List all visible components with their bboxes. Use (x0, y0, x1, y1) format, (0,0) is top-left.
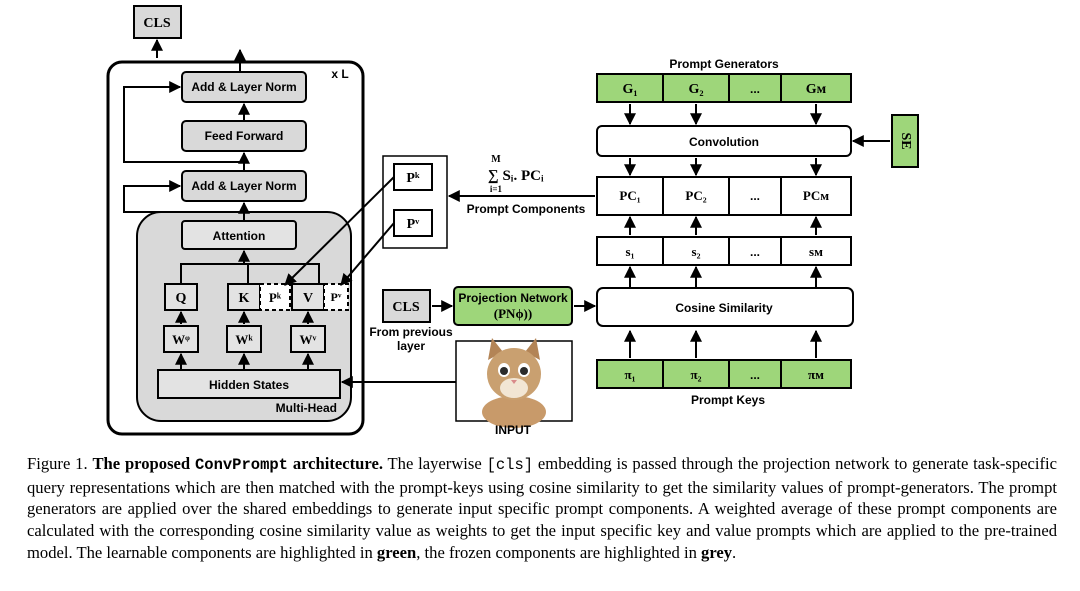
svg-text:π₂: π₂ (690, 367, 701, 382)
svg-text:Wᵠ: Wᵠ (172, 332, 190, 347)
input-label: INPUT (495, 423, 532, 437)
input-cat-image (455, 338, 573, 428)
svg-text:K: K (239, 291, 250, 306)
from-previous-label-2: layer (397, 339, 425, 353)
generator-cell (662, 73, 730, 103)
prompt-keys-row: π₁ π₂ ... πᴍ (596, 359, 852, 389)
cls-token-code: [cls] (486, 456, 534, 474)
generator-cell (780, 73, 852, 103)
svg-text:Convolution: Convolution (689, 135, 759, 149)
svg-text:Pᵏ: Pᵏ (269, 290, 282, 305)
svg-text:V: V (303, 291, 313, 306)
svg-text:Wᵏ: Wᵏ (235, 332, 253, 347)
svg-text:...: ... (750, 368, 760, 382)
svg-text:Projection Network: Projection Network (458, 291, 568, 305)
hidden-states-box: Hidden States (157, 369, 341, 399)
svg-text:CLS: CLS (392, 300, 419, 315)
svg-text:G₂: G₂ (688, 82, 703, 97)
svg-text:Cosine Similarity: Cosine Similarity (675, 301, 773, 315)
svg-text:Hidden States: Hidden States (209, 378, 289, 392)
svg-text:Add & Layer Norm: Add & Layer Norm (191, 80, 296, 94)
generators-row: G₁ G₂ ... Gᴍ (596, 73, 852, 103)
svg-text:π₁: π₁ (624, 367, 635, 382)
multi-head-label: Multi-Head (276, 401, 337, 415)
pv-box: Pᵛ (393, 209, 433, 237)
pv-dashed-box: Pᵛ (323, 283, 349, 311)
svg-text:Q: Q (176, 291, 187, 306)
layer-count-label: x L (331, 67, 348, 81)
similarity-scores-row: s₁ s₂ ... sᴍ (596, 236, 852, 266)
svg-text:...: ... (750, 189, 760, 203)
svg-text:PCᴍ: PCᴍ (803, 188, 829, 203)
pk-dashed-box: Pᵏ (259, 283, 291, 311)
figure-caption: Figure 1. The proposed ConvPrompt archit… (27, 454, 1057, 562)
k-box: K (227, 283, 261, 311)
v-box: V (291, 283, 325, 311)
cls-mid-box: CLS (382, 289, 431, 323)
figure-label: Figure 1. (27, 454, 88, 473)
attention-box: Attention (181, 220, 297, 250)
svg-text:...: ... (750, 245, 760, 259)
architecture-diagram: CLS x L Add & Layer Norm Feed Forward Ad… (106, 5, 919, 437)
svg-text:s₂: s₂ (692, 244, 701, 259)
svg-text:SE: SE (898, 132, 913, 149)
sum-upper-limit: M (491, 154, 501, 165)
q-box: Q (164, 283, 198, 311)
caption-title: The proposed ConvPrompt architecture. (92, 454, 383, 474)
prompt-keys-label: Prompt Keys (691, 393, 765, 407)
svg-text:Pᵏ: Pᵏ (406, 171, 420, 186)
svg-text:PC₂: PC₂ (685, 188, 706, 203)
se-box: SE (891, 114, 919, 168)
generator-cell (596, 73, 664, 103)
wq-box: Wᵠ (163, 325, 199, 353)
wk-box: Wᵏ (226, 325, 262, 353)
svg-text:...: ... (750, 82, 760, 96)
prompt-components-label: Prompt Components (467, 202, 586, 216)
prompt-components-row: PC₁ PC₂ ... PCᴍ (596, 176, 852, 216)
add-norm-mid: Add & Layer Norm (181, 170, 307, 202)
svg-text:Add & Layer Norm: Add & Layer Norm (191, 179, 296, 193)
projection-network-box: Projection Network (PNϕ)) (453, 286, 573, 326)
svg-text:CLS: CLS (143, 16, 170, 31)
svg-text:s₁: s₁ (626, 244, 635, 259)
grey-word: grey (701, 542, 733, 562)
feed-forward: Feed Forward (181, 120, 307, 152)
svg-text:Gᴍ: Gᴍ (806, 82, 827, 97)
svg-text:PC₁: PC₁ (619, 188, 640, 203)
svg-text:πᴍ: πᴍ (808, 367, 824, 382)
weighted-sum-expression: ∑ Sᵢ. PCᵢ (488, 168, 544, 184)
cls-top-box: CLS (133, 5, 182, 39)
svg-text:sᴍ: sᴍ (809, 244, 823, 259)
svg-text:G₁: G₁ (622, 82, 637, 97)
pk-box: Pᵏ (393, 163, 433, 191)
svg-text:Pᵛ: Pᵛ (331, 290, 342, 304)
sum-lower-limit: i=1 (490, 184, 503, 194)
add-norm-top: Add & Layer Norm (181, 71, 307, 103)
green-word: green (376, 542, 417, 562)
convolution-box: Convolution (596, 125, 852, 157)
svg-text:Feed Forward: Feed Forward (205, 129, 284, 143)
cosine-similarity-box: Cosine Similarity (596, 287, 854, 327)
from-previous-label: From previous (369, 325, 453, 339)
svg-text:Attention: Attention (213, 229, 266, 243)
svg-text:(PNϕ)): (PNϕ)) (494, 306, 532, 321)
prompt-generators-label: Prompt Generators (669, 57, 779, 71)
wv-box: Wᵛ (290, 325, 326, 353)
svg-text:Wᵛ: Wᵛ (300, 332, 317, 347)
svg-text:Pᵛ: Pᵛ (407, 217, 421, 232)
